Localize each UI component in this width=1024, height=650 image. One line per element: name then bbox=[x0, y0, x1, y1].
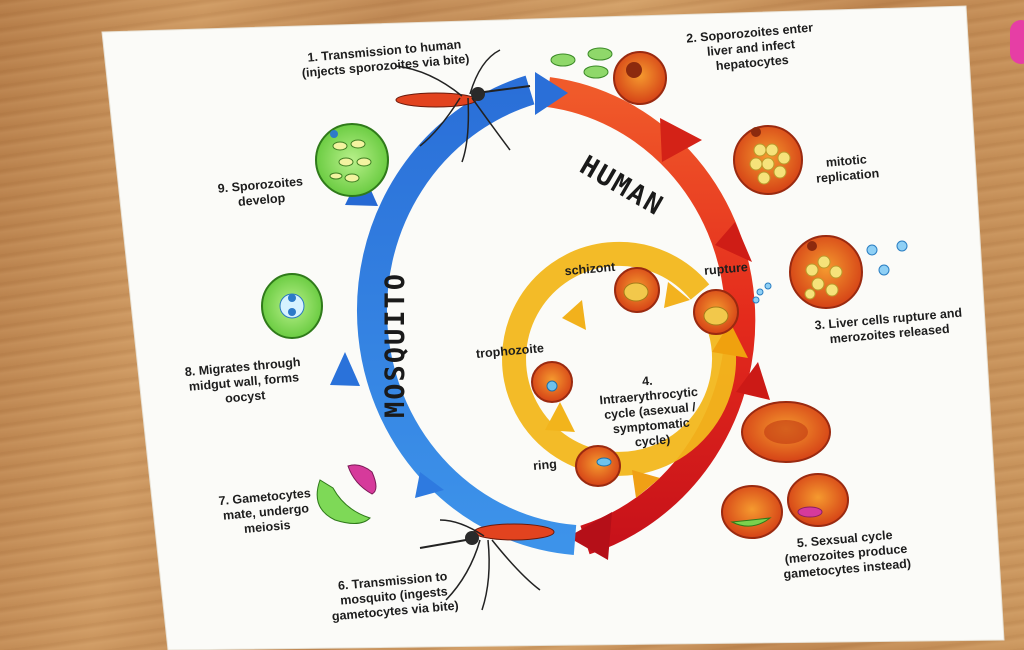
ring-stage-cell bbox=[575, 445, 621, 487]
ring-label: ring bbox=[532, 457, 558, 474]
mosquito-arrowhead-3 bbox=[330, 352, 360, 386]
sporozoite-oocyst bbox=[315, 123, 389, 197]
hepatocyte-cell bbox=[613, 51, 667, 105]
mitotic-replication-cell bbox=[733, 125, 803, 195]
mosquito-arrowhead-4 bbox=[415, 472, 444, 498]
rupturing-liver-cell bbox=[789, 235, 863, 309]
inner-arrowhead-2 bbox=[664, 282, 690, 308]
step-4-label: 4. Intraerythrocytic cycle (asexual / sy… bbox=[598, 373, 699, 450]
human-arrowhead-1 bbox=[660, 118, 702, 162]
schizont-cell bbox=[614, 267, 660, 313]
mitotic-replication-label: mitotic replication bbox=[815, 152, 880, 186]
inner-arrowhead-5 bbox=[632, 470, 660, 498]
human-arrowhead-end bbox=[568, 512, 612, 560]
human-cycle-arrow bbox=[546, 77, 756, 555]
red-blood-cell-large bbox=[741, 401, 831, 463]
merozoites bbox=[752, 240, 908, 304]
sporozoite-cells bbox=[550, 47, 613, 79]
inner-arrowhead-1 bbox=[712, 322, 748, 358]
gametocytes-mating bbox=[316, 464, 377, 524]
oocyst-cell bbox=[261, 273, 323, 339]
human-arrowhead-3 bbox=[736, 362, 770, 400]
inner-arrowhead-4 bbox=[545, 402, 575, 432]
rupture-cell bbox=[693, 289, 739, 335]
pink-edge-marker bbox=[1010, 20, 1024, 64]
mosquito-cycle-arrow bbox=[357, 75, 577, 555]
mosquito-label: MOSQUITO bbox=[380, 271, 411, 418]
mosquito-bottom bbox=[419, 519, 555, 611]
gametocyte-rbc-2 bbox=[787, 473, 849, 527]
gametocyte-rbc-1 bbox=[721, 485, 783, 539]
intraerythrocytic-cycle-arrow bbox=[502, 241, 736, 476]
human-arrowhead-2 bbox=[715, 222, 752, 262]
inner-arrowhead-3 bbox=[562, 300, 586, 330]
mosquito-top bbox=[395, 49, 531, 163]
trophozoite-cell bbox=[531, 361, 573, 403]
mosquito-arrowhead-1 bbox=[535, 72, 568, 115]
